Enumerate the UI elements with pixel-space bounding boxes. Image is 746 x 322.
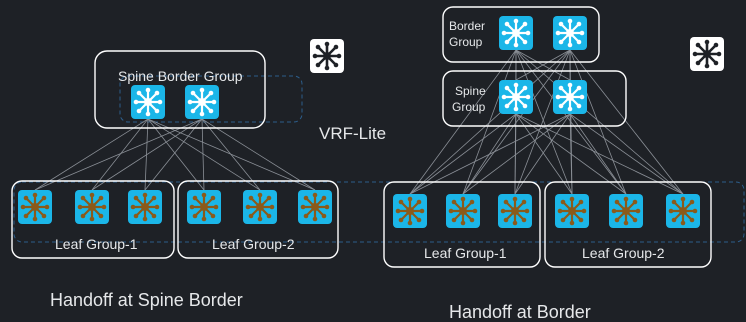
border-switch-icon	[553, 16, 587, 50]
spine-group-label-line2: Group	[452, 100, 486, 114]
link-line	[34, 118, 203, 191]
border-group-label-line2: Group	[449, 35, 483, 49]
links	[34, 49, 684, 195]
left-leaf-group-1-label: Leaf Group-1	[55, 236, 138, 252]
link-line	[515, 113, 573, 195]
link-line	[91, 118, 149, 191]
right-leaf-group-2-box	[544, 181, 712, 268]
leaf-switch-icon	[18, 190, 52, 224]
link-line	[569, 113, 627, 195]
link-line	[201, 118, 261, 191]
link-line	[569, 113, 684, 195]
right-leaf-group-1-box	[383, 181, 541, 268]
leaf-switch-icon	[128, 190, 162, 224]
leaf-switch-icon	[555, 194, 589, 228]
dashed-outlines	[13, 75, 745, 243]
right-spine-group-box	[442, 70, 627, 127]
link-line	[409, 49, 571, 195]
leaf-switch-icon	[609, 194, 643, 228]
link-line	[91, 118, 203, 191]
link-line	[569, 49, 573, 195]
link-line	[514, 49, 517, 195]
link-line	[515, 49, 573, 195]
link-line	[515, 49, 571, 81]
leaf-switch-icon	[75, 190, 109, 224]
link-line	[201, 118, 205, 191]
right-leaf-group-2-label: Leaf Group-2	[582, 245, 665, 261]
link-line	[147, 118, 205, 191]
spine-border-group-box	[94, 50, 266, 129]
border-switch-icon	[499, 16, 533, 50]
dashed-spine-outline	[119, 75, 303, 123]
spine-border-group-label: Spine Border Group	[118, 68, 243, 84]
link-line	[201, 118, 316, 191]
border-group-label-line1: Border	[449, 19, 485, 33]
link-line	[409, 49, 517, 195]
link-line	[409, 113, 517, 195]
right-caption: Handoff at Border	[449, 302, 591, 322]
link-line	[34, 118, 149, 191]
link-line	[514, 49, 571, 195]
leaf-switch-icon	[243, 190, 277, 224]
link-line	[569, 49, 684, 195]
dashed-leaf-outline	[13, 181, 745, 243]
spine-group-label-line1: Spine	[455, 84, 486, 98]
leaf-switch-icon	[298, 190, 332, 224]
link-line	[144, 118, 203, 191]
spine-switch-icon	[553, 80, 587, 114]
spine-switch-icon	[499, 80, 533, 114]
link-line	[569, 49, 627, 195]
right-leaf-group-1-label: Leaf Group-1	[424, 245, 507, 261]
external-router-icon	[690, 37, 724, 71]
link-line	[462, 113, 571, 195]
external-router-icon	[310, 39, 344, 73]
border-group-box	[442, 6, 600, 63]
spine-switch-icon	[185, 85, 219, 119]
left-leaf-group-2-box	[177, 180, 339, 259]
spine-switch-icon	[131, 85, 165, 119]
leaf-switch-icon	[393, 194, 427, 228]
link-line	[147, 118, 261, 191]
leaf-switch-icon	[446, 194, 480, 228]
link-line	[514, 113, 571, 195]
link-line	[409, 113, 571, 195]
leaf-switch-icon	[498, 194, 532, 228]
vrf-lite-label: VRF-Lite	[319, 124, 386, 143]
left-leaf-group-1-box	[11, 180, 175, 259]
switches	[18, 16, 724, 228]
left-caption: Handoff at Spine Border	[50, 290, 243, 310]
left-leaf-group-2-label: Leaf Group-2	[212, 236, 295, 252]
leaf-switch-icon	[187, 190, 221, 224]
link-line	[462, 49, 571, 195]
leaf-switch-icon	[666, 194, 700, 228]
